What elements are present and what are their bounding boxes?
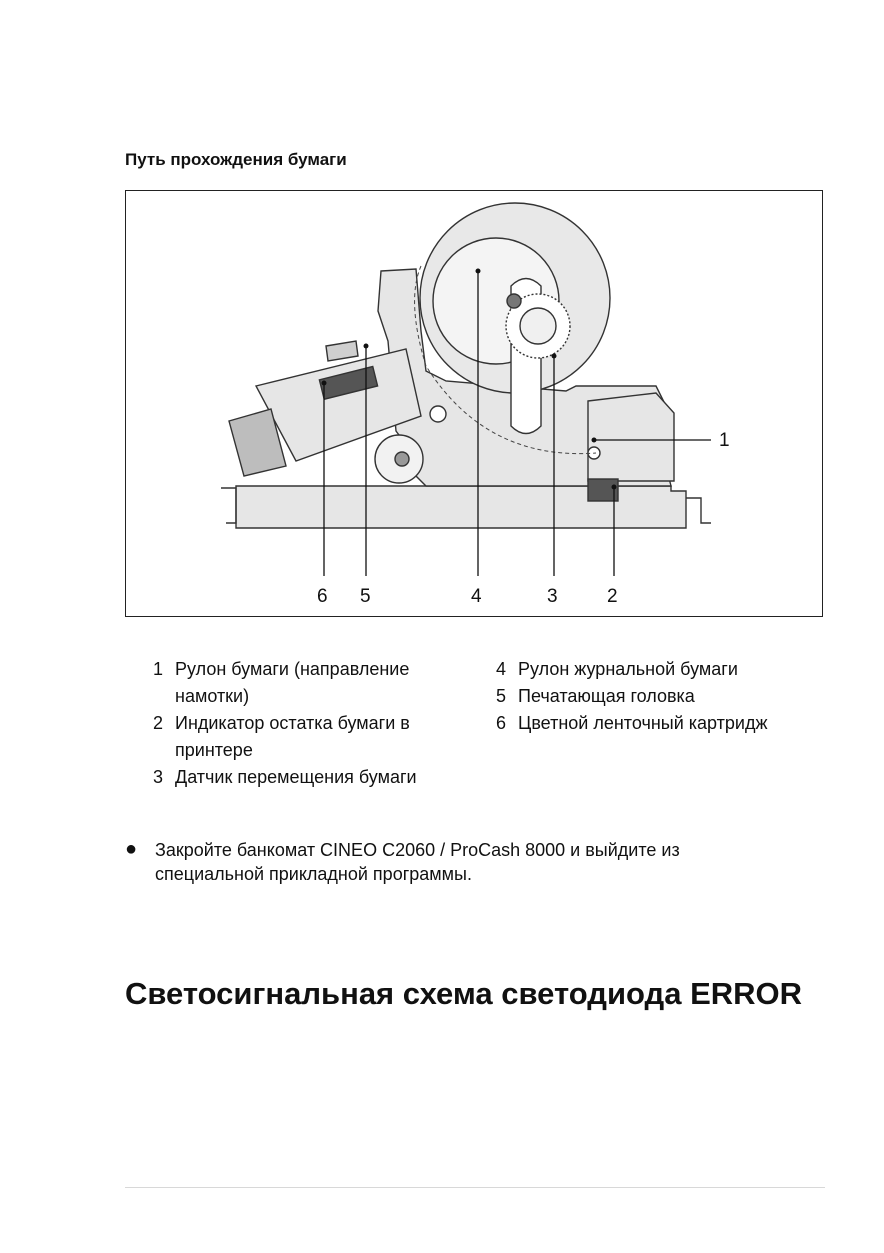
legend-item-4: 4 Рулон журнальной бумаги <box>496 656 826 683</box>
callout-4: 4 <box>471 586 482 607</box>
legend-text: Печатающая головка <box>518 686 695 706</box>
ribbon-motor <box>228 408 287 477</box>
gear-hub <box>519 307 557 345</box>
legend-text: Цветной ленточный картридж <box>518 713 768 733</box>
section-title: Путь прохождения бумаги <box>125 150 347 169</box>
legend-text: Рулон журнальной бумаги <box>518 659 738 679</box>
legend-number: 2 <box>153 713 164 733</box>
paper-path <box>414 265 597 455</box>
legend-number: 5 <box>496 686 507 706</box>
legend-number: 1 <box>153 659 164 679</box>
footer-divider <box>125 1187 825 1188</box>
callout-5: 5 <box>360 586 371 607</box>
legend-item-5: 5 Печатающая головка <box>496 683 826 710</box>
legend-item-6: 6 Цветной ленточный картридж <box>496 710 826 737</box>
callout-3: 3 <box>547 586 558 607</box>
left-foot <box>221 487 237 524</box>
printer-illustration <box>221 202 711 576</box>
legend-item-1: 1 Рулон бумаги (направление намотки) <box>153 656 453 710</box>
legend-text: Индикатор остатка бумаги в принтере <box>175 713 410 760</box>
legend-left: 1 Рулон бумаги (направление намотки) 2 И… <box>153 656 453 791</box>
chapter-heading: Светосигнальная схема светодиода ERROR <box>125 976 803 1011</box>
instruction-bullet: ● Закройте банкомат CINEO C2060 / ProCas… <box>125 838 775 886</box>
legend-number: 4 <box>496 659 507 679</box>
legend-number: 6 <box>496 713 507 733</box>
right-foot <box>686 497 711 524</box>
legend-item-2: 2 Индикатор остатка бумаги в принтере <box>153 710 453 764</box>
roll-axle <box>506 293 522 309</box>
print-head-body <box>254 348 422 462</box>
print-head-top <box>325 340 359 362</box>
legend-item-3: 3 Датчик перемещения бумаги <box>153 764 453 791</box>
callout-1: 1 <box>719 430 730 451</box>
idler-roller <box>429 405 447 423</box>
callout-6: 6 <box>317 586 328 607</box>
callout-2: 2 <box>607 586 618 607</box>
right-housing <box>587 392 675 482</box>
platen-axle <box>394 451 410 467</box>
legend-number: 3 <box>153 767 164 787</box>
legend-text: Датчик перемещения бумаги <box>175 767 417 787</box>
paper-low-sensor <box>587 478 619 502</box>
legend-text: Рулон бумаги (направление намотки) <box>175 659 410 706</box>
instruction-text: Закройте банкомат CINEO C2060 / ProCash … <box>155 840 680 884</box>
bullet-icon: ● <box>125 838 138 860</box>
ribbon-cartridge-label <box>318 365 379 401</box>
printer-paper-path-diagram: 1 2 3 4 5 6 <box>125 190 823 617</box>
legend-right: 4 Рулон журнальной бумаги 5 Печатающая г… <box>496 656 826 737</box>
